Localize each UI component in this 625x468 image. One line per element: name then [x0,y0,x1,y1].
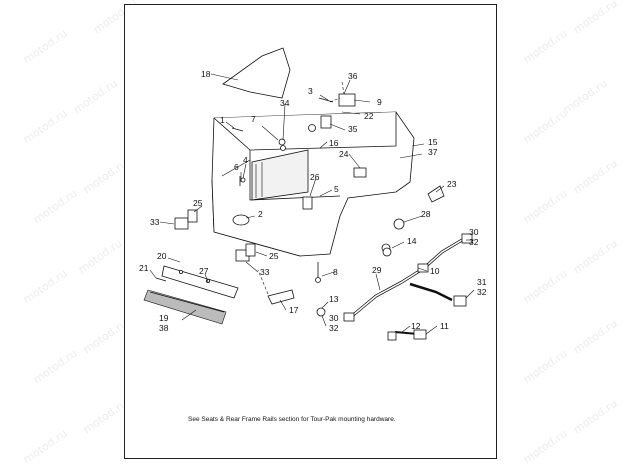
callout-18: 18 [201,69,211,79]
callout-8: 8 [333,267,338,277]
callout-17: 17 [289,305,299,315]
part-28-grommet [393,218,405,230]
callout-32-lower: 32 [329,323,339,333]
callout-31: 31 [477,277,487,287]
callout-26: 26 [310,172,320,182]
callout-35: 35 [348,124,358,134]
callout-32-mid: 32 [477,287,487,297]
callout-labels: 18 1 7 34 3 36 9 22 35 16 24 4 6 26 5 15… [139,69,487,333]
part-17-bracket [267,289,295,305]
callout-25-left: 25 [193,198,203,208]
callout-33-left: 33 [150,217,160,227]
callout-29: 29 [372,265,382,275]
callout-12: 12 [411,321,421,331]
callout-37: 37 [428,147,438,157]
callout-19: 19 [159,313,169,323]
leader-lines [149,79,475,335]
callout-3: 3 [308,86,313,96]
callout-27: 27 [199,266,209,276]
callout-30-lower: 30 [329,313,339,323]
callout-36: 36 [348,71,358,81]
callout-15: 15 [428,137,438,147]
callout-33-right: 33 [260,267,270,277]
callout-25-right: 25 [269,251,279,261]
callout-4: 4 [243,155,248,165]
part-23-bumper [427,185,445,203]
part-29-wiring-harness [343,233,473,322]
callout-22: 22 [364,111,374,121]
callout-23: 23 [447,179,457,189]
callout-5: 5 [334,184,339,194]
callout-2: 2 [258,209,263,219]
callout-20: 20 [157,251,167,261]
callout-10: 10 [430,266,440,276]
callout-28: 28 [421,209,431,219]
hinge-hardware [231,81,356,186]
callout-38: 38 [159,323,169,333]
callout-7: 7 [251,114,256,124]
callout-13: 13 [329,294,339,304]
tour-pak-body [211,111,415,257]
part-19-reflector [143,289,227,325]
footnote: See Seats & Rear Frame Rails section for… [188,416,396,423]
part-33-bracket-left [174,217,189,230]
callout-21: 21 [139,263,149,273]
part-13-plug [316,307,326,317]
callout-32-upper: 32 [469,237,479,247]
callout-9: 9 [377,97,382,107]
callout-34: 34 [280,98,290,108]
callout-30-upper: 30 [469,227,479,237]
callout-24: 24 [339,149,349,159]
callout-14: 14 [407,236,417,246]
part-11-12-connector [387,329,427,341]
callout-16: 16 [329,138,339,148]
callout-1: 1 [220,115,225,125]
part-25-bracket-left [187,209,198,223]
callout-6: 6 [234,162,239,172]
callout-11: 11 [440,321,449,331]
part-18-lid-trim [222,47,291,99]
part-25-bracket-right [245,243,256,257]
